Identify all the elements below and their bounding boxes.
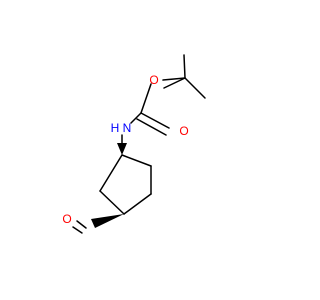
bond-carbonyl-c-n: [130, 112, 142, 124]
atom-labels: O O N H O: [62, 73, 188, 226]
bond-quaternary-c-methyl-right: [184, 77, 206, 99]
atom-label-aldehyde-oxygen: O: [62, 212, 71, 226]
hashed-wedge-ring-c4-aldehyde-c: [91, 214, 124, 228]
atom-label-carbonyl-oxygen: O: [179, 124, 188, 138]
ring-bond-c4-c5: [99, 190, 125, 215]
bond-quaternary-c-methyl-left: [163, 77, 186, 89]
bond-ester-o-carbonyl-c: [140, 83, 152, 114]
tert-butyl-group: [162, 54, 206, 99]
bond-aldehyde-double-1: [76, 220, 87, 229]
bond-quaternary-c-ester-o: [162, 77, 186, 81]
ring-bond-c1-c2: [121, 154, 152, 167]
bond-aldehyde-double-2: [72, 226, 83, 234]
atom-label-nitrogen: N: [123, 121, 132, 135]
atom-label-ester-oxygen: O: [149, 73, 158, 87]
cyclopentane-ring: [99, 154, 152, 215]
aldehyde-group: [72, 220, 87, 234]
carbamate-group: [130, 83, 170, 136]
bond-carbonyl-double-1: [140, 112, 170, 129]
chemical-structure-diagram: O O N H O: [62, 54, 206, 234]
atom-label-hydrogen: H: [111, 121, 120, 135]
bond-carbonyl-double-2: [136, 118, 167, 136]
bond-quaternary-c-methyl-top: [183, 54, 186, 79]
hashed-wedge-n-ring-c1: [117, 143, 127, 155]
ring-bond-c5-c1: [99, 154, 123, 192]
ring-bond-c3-c4: [123, 193, 152, 215]
